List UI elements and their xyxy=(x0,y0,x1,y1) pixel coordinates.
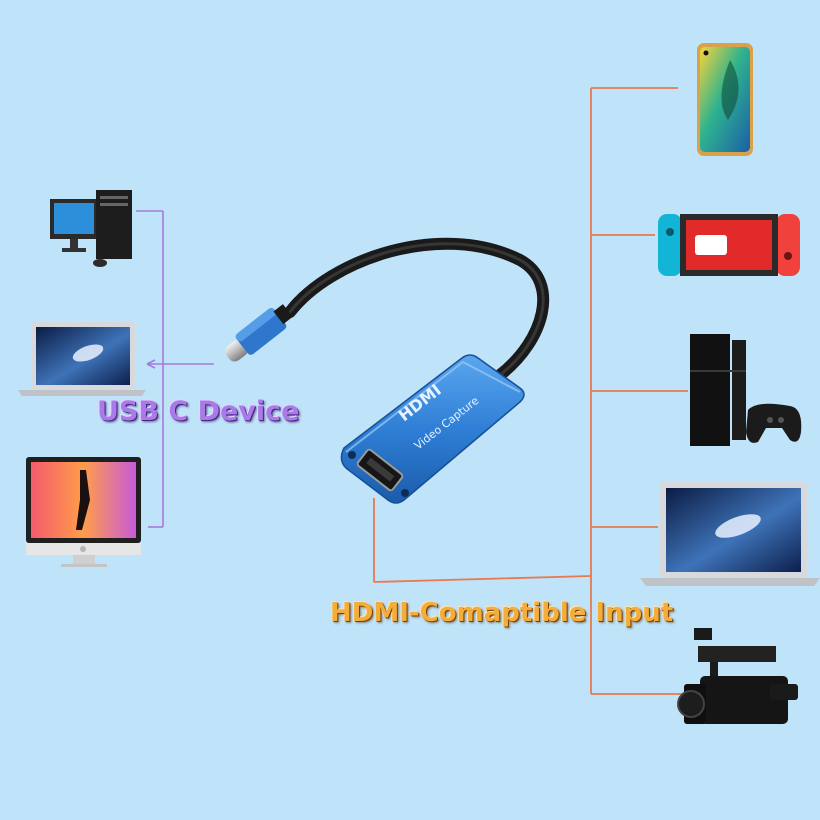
desktop-computer-icon xyxy=(50,190,132,267)
hdmi-connection-lines xyxy=(373,87,688,695)
smartphone-icon xyxy=(697,43,753,156)
usb-connection-lines xyxy=(136,210,214,528)
usb-c-plug xyxy=(225,304,293,362)
hdmi-input-label: HDMI-Comaptible Input xyxy=(330,598,674,628)
hdmi-video-capture-adapter xyxy=(340,354,525,504)
all-in-one-computer-icon xyxy=(26,457,141,567)
camcorder-icon xyxy=(677,628,798,724)
game-console-icon xyxy=(690,334,802,446)
usb-c-cable xyxy=(284,237,550,381)
hdmi-port xyxy=(356,448,404,492)
laptop-left-icon xyxy=(18,322,146,396)
handheld-game-console-icon xyxy=(658,214,800,276)
laptop-right-icon xyxy=(640,482,820,586)
usb-c-device-label: USB C Device xyxy=(97,396,300,427)
